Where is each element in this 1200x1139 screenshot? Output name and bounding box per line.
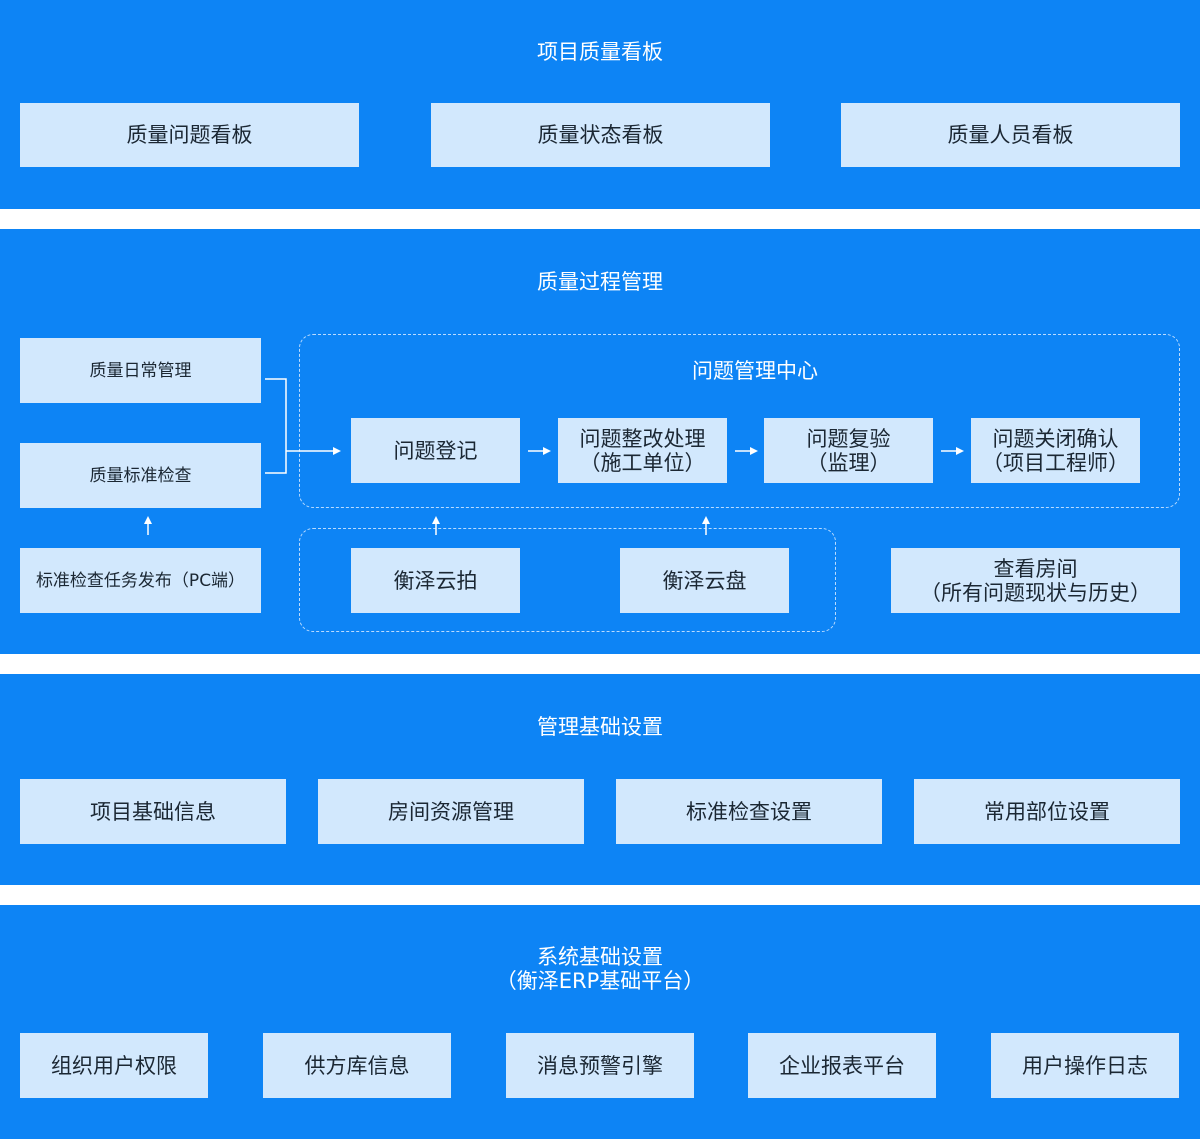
quality-standard-check-label: 质量标准检查 bbox=[89, 465, 192, 486]
standard-check-task-publish[interactable]: 标准检查任务发布（PC端） bbox=[20, 548, 261, 613]
hengze-cloud-photo-label: 衡泽云拍 bbox=[393, 568, 478, 593]
issue-rectify-sublabel: （施工单位） bbox=[579, 450, 706, 475]
issue-recheck-step[interactable]: 问题复验 （监理） bbox=[764, 418, 933, 483]
hengze-cloud-photo[interactable]: 衡泽云拍 bbox=[351, 548, 520, 613]
project-basic-info-label: 项目基础信息 bbox=[90, 799, 216, 824]
quality-issue-board-label: 质量问题看板 bbox=[126, 123, 253, 147]
message-alert-engine[interactable]: 消息预警引擎 bbox=[506, 1033, 694, 1098]
standard-check-task-publish-label: 标准检查任务发布（PC端） bbox=[35, 570, 246, 591]
process-title: 质量过程管理 bbox=[537, 270, 663, 294]
system-settings-subtitle: （衡泽ERP基础平台） bbox=[495, 969, 705, 993]
quality-issue-board[interactable]: 质量问题看板 bbox=[20, 103, 359, 167]
issue-register-label: 问题登记 bbox=[393, 438, 478, 463]
mgmt-settings-title: 管理基础设置 bbox=[537, 715, 663, 739]
dashboard-title: 项目质量看板 bbox=[537, 40, 663, 64]
process-section: 质量过程管理 质量日常管理 质量标准检查 标准检查任务发布（PC端） 问题管理中… bbox=[0, 229, 1200, 654]
issue-center-frame bbox=[299, 334, 1180, 508]
issue-recheck-sublabel: （监理） bbox=[806, 450, 891, 475]
daily-quality-management-label: 质量日常管理 bbox=[89, 360, 192, 381]
hengze-cloud-disk-label: 衡泽云盘 bbox=[662, 568, 747, 593]
standard-check-settings-label: 标准检查设置 bbox=[686, 799, 812, 824]
common-location-settings[interactable]: 常用部位设置 bbox=[914, 779, 1180, 844]
enterprise-report-platform-label: 企业报表平台 bbox=[779, 1053, 905, 1078]
user-operation-log[interactable]: 用户操作日志 bbox=[991, 1033, 1179, 1098]
source-apps-frame bbox=[299, 528, 836, 632]
mgmt-settings-section: 管理基础设置 项目基础信息 房间资源管理 标准检查设置 常用部位设置 bbox=[0, 674, 1200, 885]
message-alert-engine-label: 消息预警引擎 bbox=[537, 1053, 663, 1078]
issue-close-sublabel: （项目工程师） bbox=[982, 450, 1129, 475]
daily-quality-management[interactable]: 质量日常管理 bbox=[20, 338, 261, 403]
supplier-library-info[interactable]: 供方库信息 bbox=[263, 1033, 451, 1098]
org-user-permissions[interactable]: 组织用户权限 bbox=[20, 1033, 208, 1098]
issue-center-title: 问题管理中心 bbox=[692, 359, 818, 383]
issue-rectify-step[interactable]: 问题整改处理 （施工单位） bbox=[558, 418, 727, 483]
standard-check-settings[interactable]: 标准检查设置 bbox=[616, 779, 882, 844]
common-location-settings-label: 常用部位设置 bbox=[984, 799, 1110, 824]
quality-personnel-board[interactable]: 质量人员看板 bbox=[841, 103, 1180, 167]
issue-rectify-label: 问题整改处理 bbox=[579, 426, 706, 451]
org-user-permissions-label: 组织用户权限 bbox=[51, 1053, 177, 1078]
room-resource-management-label: 房间资源管理 bbox=[388, 799, 514, 824]
view-room-label: 查看房间 bbox=[993, 556, 1078, 581]
enterprise-report-platform[interactable]: 企业报表平台 bbox=[748, 1033, 936, 1098]
quality-status-board[interactable]: 质量状态看板 bbox=[431, 103, 770, 167]
project-basic-info[interactable]: 项目基础信息 bbox=[20, 779, 286, 844]
process-connectors bbox=[144, 378, 964, 535]
issue-recheck-label: 问题复验 bbox=[806, 426, 891, 451]
issue-close-label: 问题关闭确认 bbox=[992, 426, 1119, 451]
dashboard-section: 项目质量看板 质量问题看板 质量状态看板 质量人员看板 bbox=[0, 0, 1200, 209]
user-operation-log-label: 用户操作日志 bbox=[1022, 1053, 1148, 1078]
issue-close-step[interactable]: 问题关闭确认 （项目工程师） bbox=[971, 418, 1140, 483]
system-settings-title: 系统基础设置 bbox=[537, 945, 663, 969]
view-room-sublabel: （所有问题现状与历史） bbox=[920, 580, 1151, 605]
system-settings-section: 系统基础设置 （衡泽ERP基础平台） 组织用户权限 供方库信息 消息预警引擎 企… bbox=[0, 905, 1200, 1139]
issue-register-step[interactable]: 问题登记 bbox=[351, 418, 520, 483]
view-room[interactable]: 查看房间 （所有问题现状与历史） bbox=[891, 548, 1180, 613]
quality-status-board-label: 质量状态看板 bbox=[537, 123, 664, 147]
hengze-cloud-disk[interactable]: 衡泽云盘 bbox=[620, 548, 789, 613]
supplier-library-info-label: 供方库信息 bbox=[304, 1053, 410, 1078]
quality-standard-check[interactable]: 质量标准检查 bbox=[20, 443, 261, 508]
room-resource-management[interactable]: 房间资源管理 bbox=[318, 779, 584, 844]
quality-personnel-board-label: 质量人员看板 bbox=[947, 123, 1074, 147]
bracket-connector bbox=[265, 378, 287, 474]
